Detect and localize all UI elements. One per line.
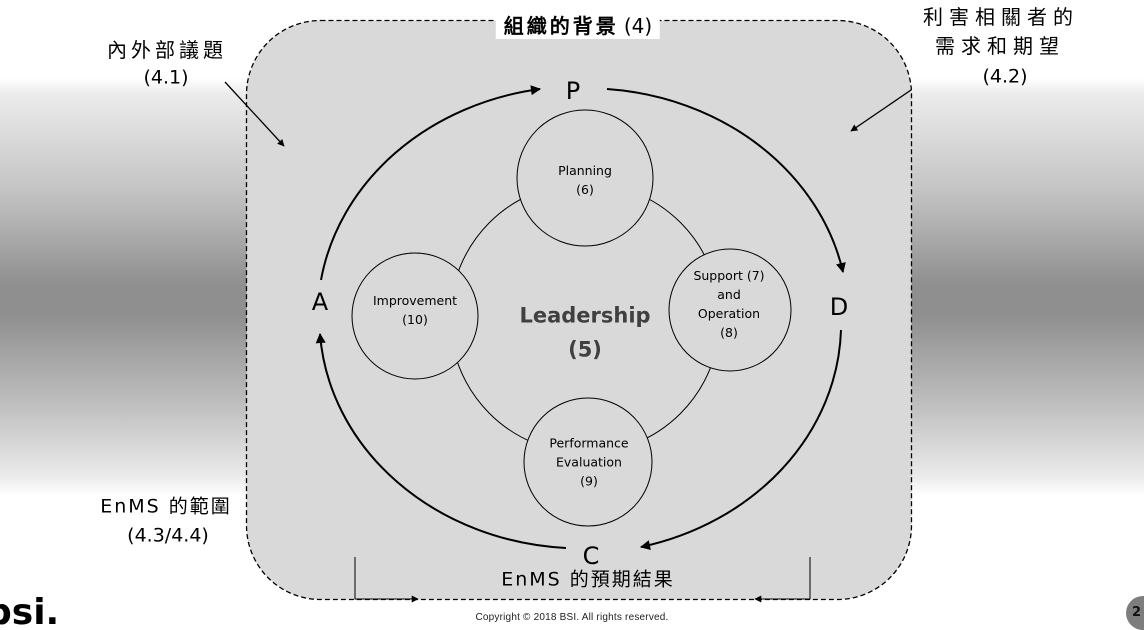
arc-plan-to-do [606, 88, 846, 273]
node-performance-evaluation: Performance Evaluation (9) [549, 434, 628, 491]
pdca-do: D [829, 293, 849, 321]
bsi-logo: bsi. [0, 592, 59, 630]
node-support-operation-line: Support (7) [693, 268, 765, 283]
node-support-operation-line: (8) [720, 325, 738, 340]
issues-label: 內外部議題 [107, 38, 227, 62]
arrow-issues [224, 81, 285, 147]
arrow-outcomes-left [354, 557, 419, 603]
leadership-label: Leadership [519, 303, 651, 328]
copyright-notice: Copyright © 2018 BSI. All rights reserve… [475, 612, 669, 623]
node-planning-circle [516, 109, 654, 247]
node-improvement-line: (10) [402, 312, 428, 327]
bsi-logo-text: bsi. [0, 592, 59, 630]
arc-check-to-act [315, 333, 567, 549]
pdca-act: A [311, 288, 329, 316]
node-support-operation-line: and [717, 287, 741, 302]
pdca-check: C [582, 542, 600, 570]
node-support-operation-circle [668, 248, 792, 372]
node-improvement: Improvement (10) [373, 291, 457, 329]
node-planning-line: (6) [576, 182, 594, 197]
node-performance-evaluation-line: Evaluation [556, 454, 622, 470]
page-number-badge: 2 [1126, 596, 1144, 630]
arc-do-to-check [640, 329, 842, 551]
interested-parties-line2: 需求和期望 [935, 34, 1065, 58]
node-performance-evaluation-line: (9) [580, 473, 598, 489]
node-support-operation: Support (7) and Operation (8) [693, 266, 764, 342]
node-support-operation-line: Operation [697, 306, 761, 321]
node-planning: Planning (6) [558, 161, 612, 199]
scope-clause: (4.3/4.4) [127, 524, 209, 547]
pdca-plan: P [565, 77, 581, 105]
interested-parties-clause: (4.2) [982, 65, 1028, 88]
page-number: 2 [1132, 605, 1142, 620]
context-title-clause: (4) [623, 14, 653, 38]
node-performance-evaluation-circle [523, 397, 653, 527]
context-title-text: 組織的背景 [503, 14, 619, 38]
arrow-interested-parties [850, 89, 912, 132]
scope-label: EnMS 的範圍 [100, 495, 232, 518]
node-planning-line: Planning [558, 163, 612, 178]
outcomes-label: EnMS 的預期結果 [501, 568, 675, 591]
arc-act-to-plan [320, 85, 541, 281]
context-title: 組織的背景 (4) [495, 13, 661, 39]
interested-parties-line1: 利害相關者的 [923, 5, 1079, 29]
leadership-clause: (5) [568, 337, 602, 362]
issues-clause: (4.1) [143, 66, 189, 89]
node-performance-evaluation-line: Performance [549, 435, 629, 451]
node-improvement-circle [351, 252, 479, 380]
arrow-outcomes-right [754, 557, 811, 603]
node-improvement-line: Improvement [372, 293, 458, 308]
